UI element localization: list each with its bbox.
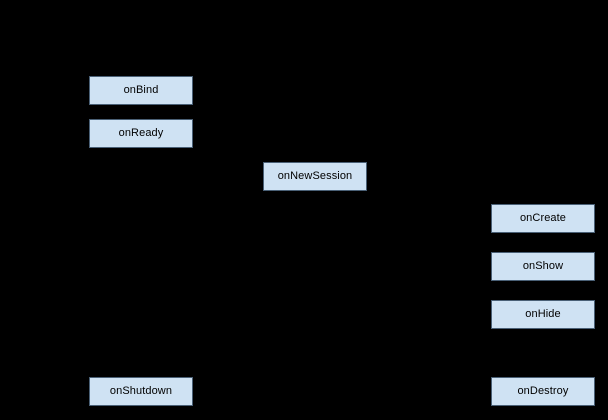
- node-onready-label: onReady: [118, 127, 164, 139]
- node-onbind: onBind: [89, 76, 193, 105]
- node-ondestroy: onDestroy: [491, 377, 595, 406]
- node-onshutdown: onShutdown: [89, 377, 193, 406]
- node-onhide-label: onHide: [525, 308, 561, 320]
- node-onready: onReady: [89, 119, 193, 148]
- node-onnewsession: onNewSession: [263, 162, 367, 191]
- node-onhide: onHide: [491, 300, 595, 329]
- node-onshutdown-label: onShutdown: [109, 385, 173, 397]
- node-onshow-label: onShow: [522, 260, 564, 272]
- node-onshow: onShow: [491, 252, 595, 281]
- node-onnewsession-label: onNewSession: [277, 170, 353, 182]
- node-oncreate: onCreate: [491, 204, 595, 233]
- node-oncreate-label: onCreate: [519, 212, 567, 224]
- node-ondestroy-label: onDestroy: [517, 385, 569, 397]
- node-onbind-label: onBind: [123, 84, 159, 96]
